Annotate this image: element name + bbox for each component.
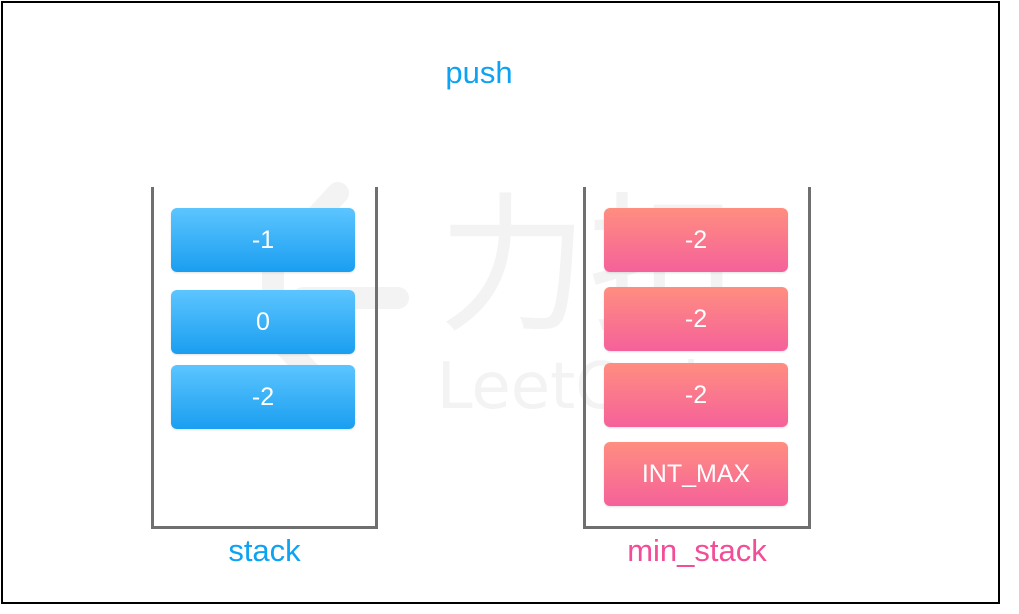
stack-label: stack (228, 533, 301, 568)
stack-item: -1 (171, 208, 355, 272)
min-stack-container (583, 187, 811, 529)
stack-item: -2 (171, 365, 355, 429)
min-stack-label: min_stack (627, 533, 767, 568)
diagram-frame: push 力扣 LeetCode -1 0 -2 -2 -2 -2 INT_MA… (1, 1, 1000, 604)
operation-title: push (445, 55, 513, 90)
stack-item: 0 (171, 290, 355, 354)
min-stack-item: -2 (604, 208, 788, 272)
min-stack-item: -2 (604, 287, 788, 351)
min-stack-item: -2 (604, 363, 788, 427)
min-stack-item: INT_MAX (604, 442, 788, 506)
stack-container (151, 187, 378, 529)
